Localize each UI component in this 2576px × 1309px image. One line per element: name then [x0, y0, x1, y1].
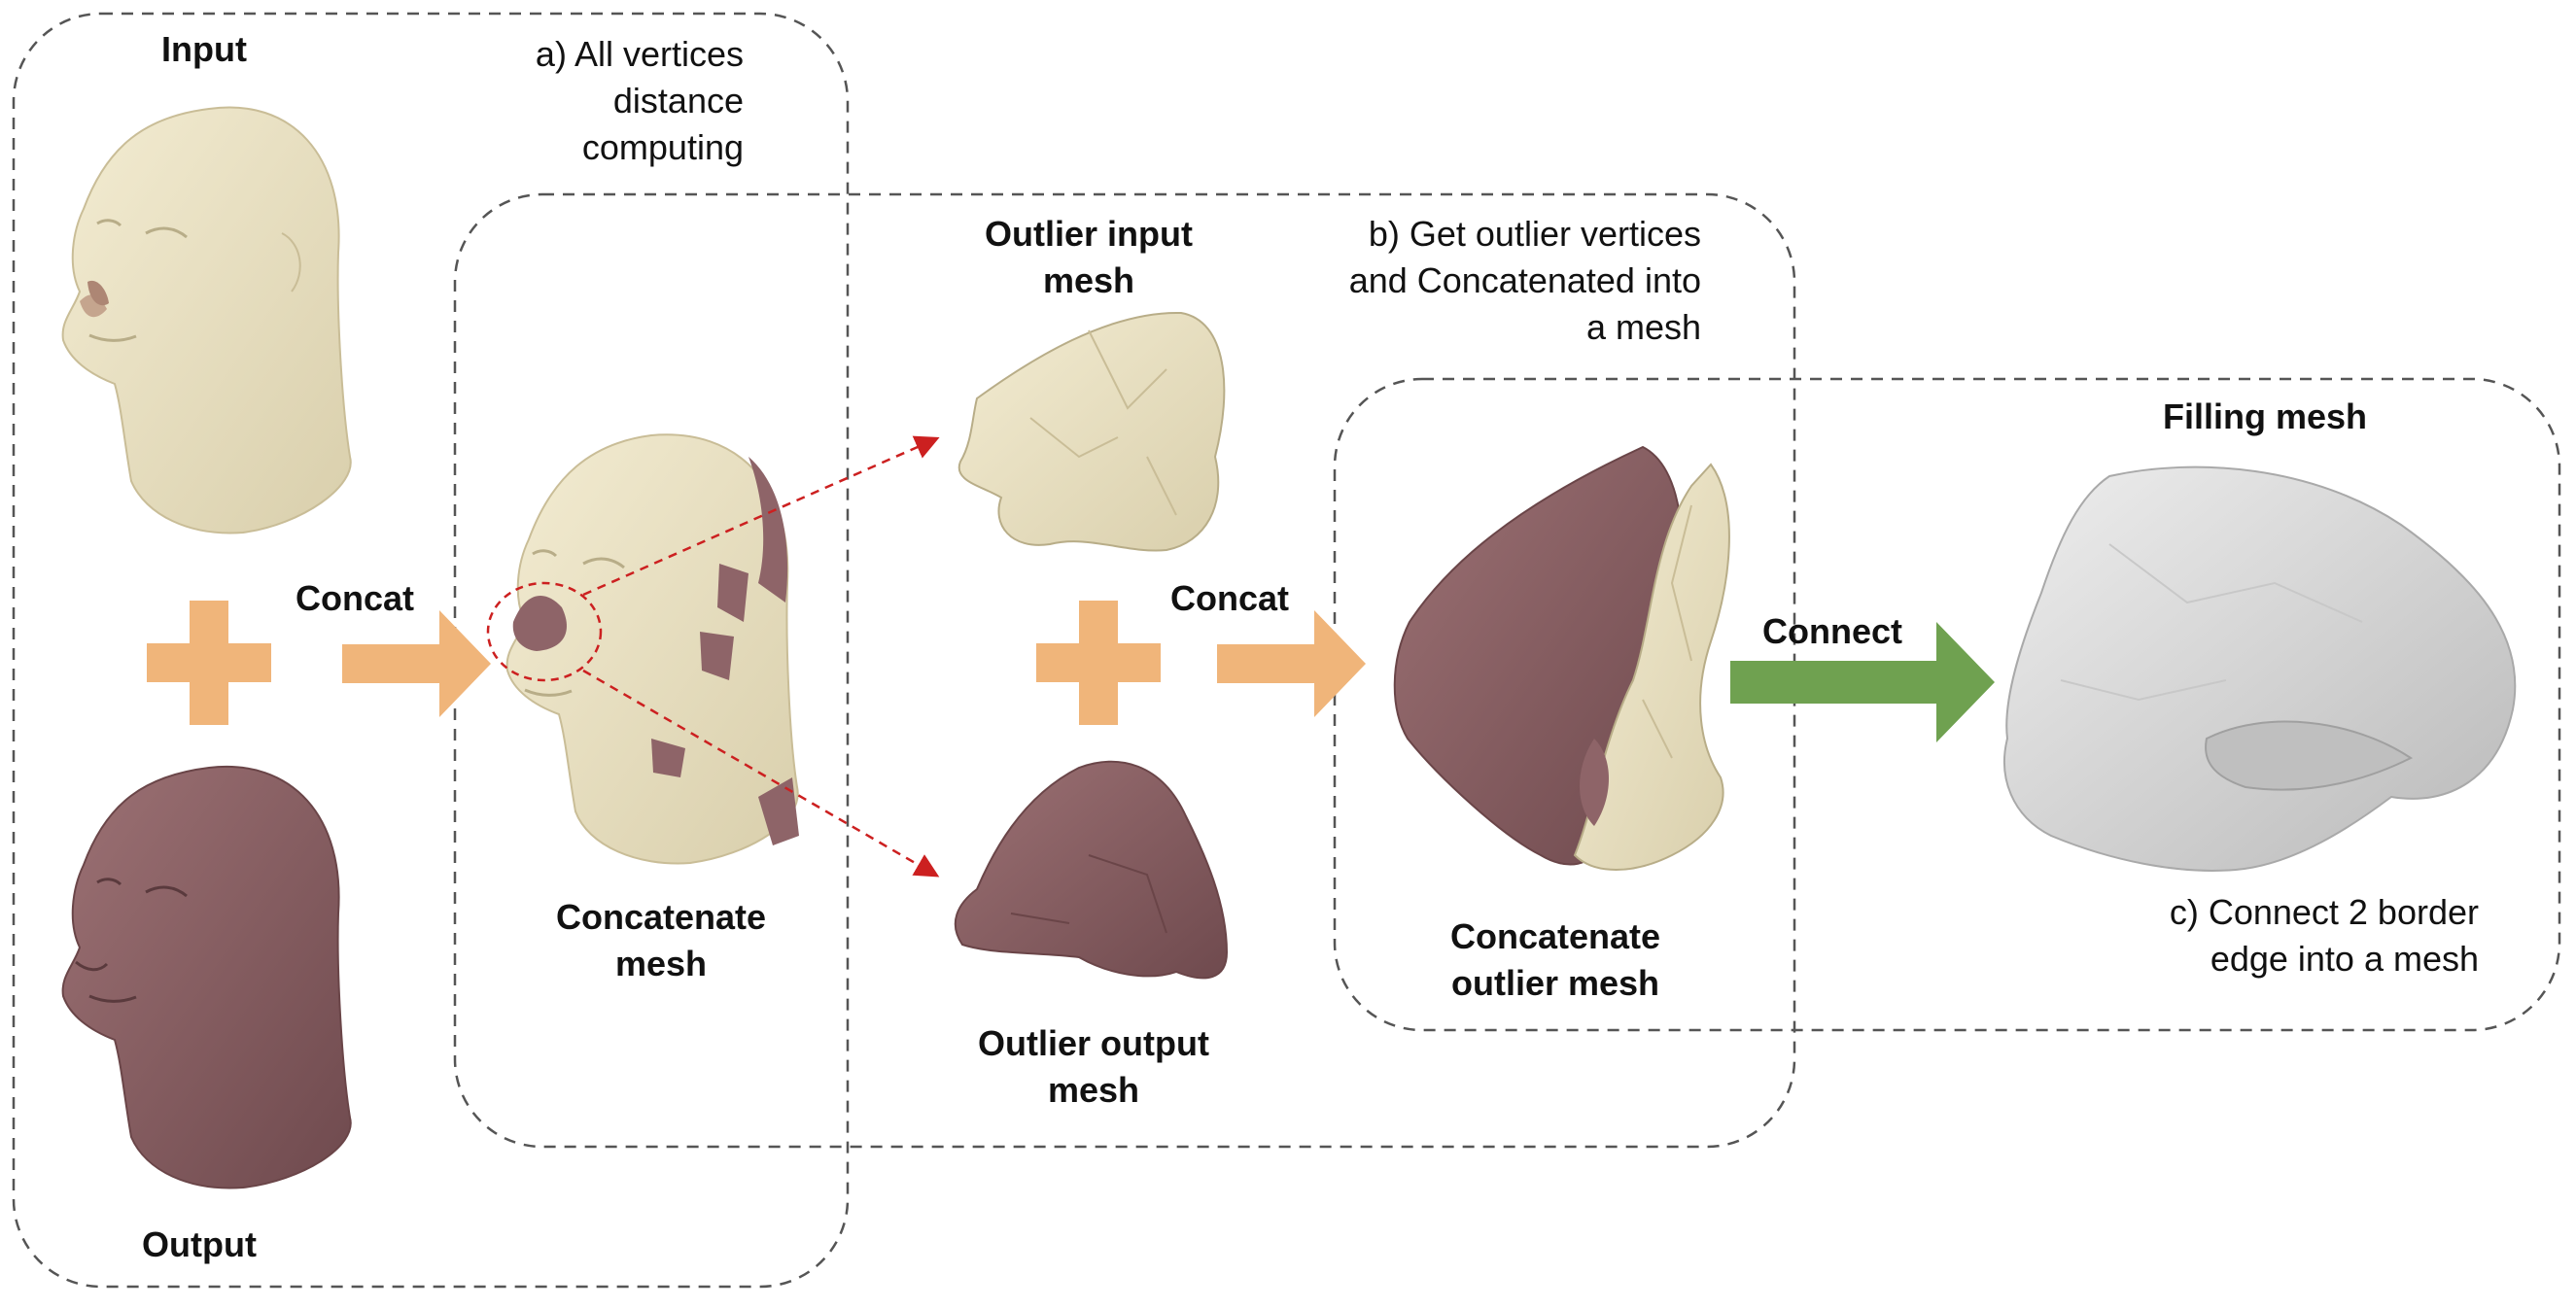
step-b-caption: b) Get outlier vertices and Concatenated… [1273, 211, 1701, 351]
outlier-output-mesh-label: Outlier output mesh [943, 1020, 1244, 1114]
concatenate-head-mesh [486, 433, 799, 865]
concat-label-2: Concat [1169, 578, 1289, 618]
outlier-input-line-2: mesh [1042, 260, 1135, 300]
concatenate-mesh-line-1: Concatenate [555, 897, 767, 937]
step-b-line-1: b) Get outlier vertices [1368, 214, 1701, 254]
filling-mesh [2003, 465, 2517, 872]
concatenate-outlier-line-1: Concatenate [1449, 916, 1661, 956]
input-label: Input [161, 29, 247, 69]
concatenate-outlier-line-2: outlier mesh [1450, 963, 1660, 1003]
input-head-mesh [61, 106, 352, 534]
step-b-line-2: and Concatenated into [1348, 260, 1701, 300]
projection-arrow-up [582, 435, 940, 597]
outlier-output-line-1: Outlier output [978, 1023, 1209, 1063]
outlier-output-line-2: mesh [1047, 1070, 1140, 1110]
plus-symbol-2 [1036, 601, 1161, 725]
step-a-line-2: distance [612, 81, 744, 121]
step-a-line-3: computing [581, 127, 744, 167]
concatenate-outlier-mesh [1393, 445, 1730, 871]
filling-mesh-label: Filling mesh [2162, 396, 2368, 436]
step-a-caption: a) All vertices distance computing [467, 31, 744, 171]
plus-symbol-1 [147, 601, 271, 725]
outlier-input-mesh-label: Outlier input mesh [953, 211, 1225, 304]
step-c-caption: c) Connect 2 border edge into a mesh [2090, 889, 2479, 982]
outlier-input-mesh [957, 311, 1226, 552]
outlier-input-line-1: Outlier input [985, 214, 1193, 254]
outlier-output-mesh [954, 760, 1229, 980]
connect-label: Connect [1762, 611, 1902, 651]
output-head-mesh [61, 765, 352, 1189]
concat-arrow-2 [1217, 610, 1366, 717]
nose-highlight-circle [486, 581, 603, 682]
group-box-a [12, 12, 850, 1289]
concatenate-mesh-line-2: mesh [614, 944, 708, 983]
concatenate-outlier-mesh-label: Concatenate outlier mesh [1405, 913, 1706, 1007]
step-b-line-3: a mesh [1585, 307, 1701, 347]
output-label: Output [142, 1224, 257, 1264]
concatenate-mesh-label: Concatenate mesh [525, 894, 797, 987]
connect-arrow [1730, 622, 1995, 742]
projection-arrow-down [582, 669, 940, 878]
concat-label-1: Concat [295, 578, 414, 618]
concat-arrow-1 [342, 610, 491, 717]
step-a-line-1: a) All vertices [535, 34, 744, 74]
step-c-line-1: c) Connect 2 border [2169, 892, 2479, 932]
group-box-c [1333, 377, 2561, 1032]
step-c-line-2: edge into a mesh [2210, 939, 2479, 979]
